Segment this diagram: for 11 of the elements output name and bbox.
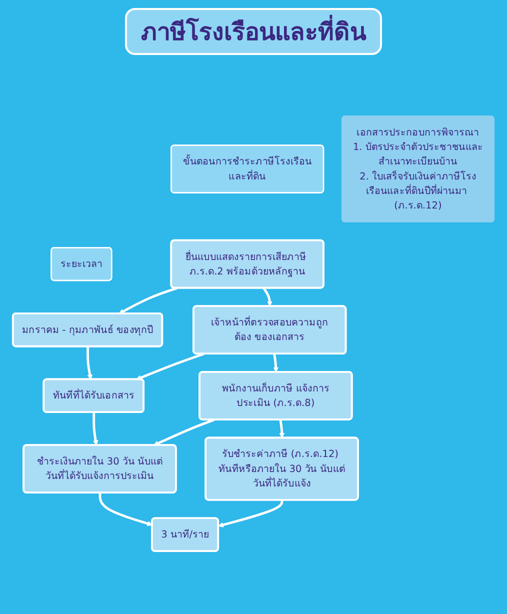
title: ภาษีโรงเรือนและที่ดิน: [125, 8, 382, 55]
arrow: [153, 418, 215, 446]
arrow: [279, 420, 285, 438]
arrow: [118, 286, 178, 314]
arrow: [136, 352, 204, 380]
arrow: [273, 354, 278, 372]
arrow: [262, 287, 272, 307]
arrow: [218, 500, 284, 528]
arrow: [92, 412, 98, 446]
arrow: [98, 492, 152, 526]
arrow: [86, 346, 93, 380]
